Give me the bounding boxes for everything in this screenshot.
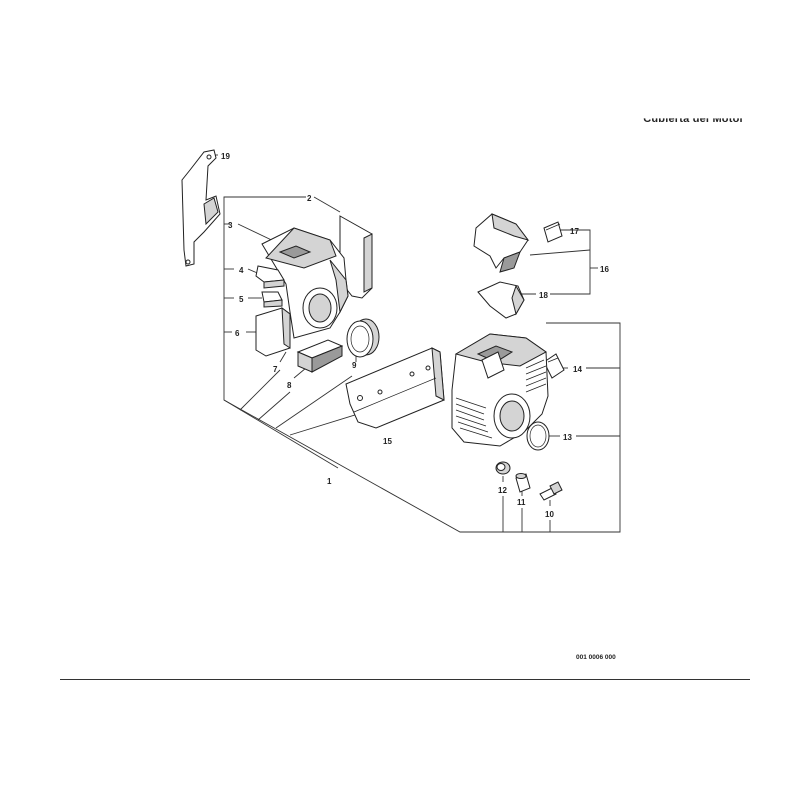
part-18-foam xyxy=(477,281,525,319)
main-housing xyxy=(451,333,549,447)
part-3-shroud xyxy=(261,227,349,339)
callout-6: 6 xyxy=(235,329,240,338)
callout-5: 5 xyxy=(239,295,244,304)
part-14-gasket xyxy=(543,353,565,379)
part-16-cover xyxy=(473,213,530,273)
bottom-rule xyxy=(60,679,750,680)
part-6-foam-pad xyxy=(255,306,291,357)
drawing-code: 001 0006 000 xyxy=(576,654,616,661)
part-11-sleeve xyxy=(515,473,531,493)
callout-12: 12 xyxy=(498,486,507,495)
part-17-pad xyxy=(543,221,563,243)
callout-labels: 1 2 3 4 5 6 7 8 9 10 11 12 13 14 15 16 1… xyxy=(221,152,609,519)
part-12-nut xyxy=(495,461,511,475)
part-5-foam xyxy=(261,291,283,308)
callout-18: 18 xyxy=(539,291,548,300)
callout-17: 17 xyxy=(570,227,579,236)
callout-10: 10 xyxy=(545,510,554,519)
callout-1: 1 xyxy=(327,477,332,486)
part-2-side-plate xyxy=(339,215,373,299)
part-13-oring xyxy=(526,421,550,451)
diagram-title: Cubierta del Motor xyxy=(643,113,744,125)
callout-16: 16 xyxy=(600,265,609,274)
callout-15: 15 xyxy=(383,437,392,446)
callout-9: 9 xyxy=(352,361,357,370)
callout-13: 13 xyxy=(563,433,572,442)
callout-8: 8 xyxy=(287,381,292,390)
part-9-filter xyxy=(346,318,380,358)
part-10-bolt xyxy=(539,481,563,501)
part-19-bracket xyxy=(181,149,221,267)
callout-4: 4 xyxy=(239,266,244,275)
callout-2: 2 xyxy=(307,194,312,203)
callout-3: 3 xyxy=(228,221,233,230)
part-4-foam xyxy=(255,265,285,289)
callout-14: 14 xyxy=(573,365,582,374)
part-8-block xyxy=(296,339,344,373)
callout-19: 19 xyxy=(221,152,230,161)
part-15-guard xyxy=(345,347,445,429)
callout-7: 7 xyxy=(273,365,278,374)
callout-11: 11 xyxy=(517,498,526,507)
